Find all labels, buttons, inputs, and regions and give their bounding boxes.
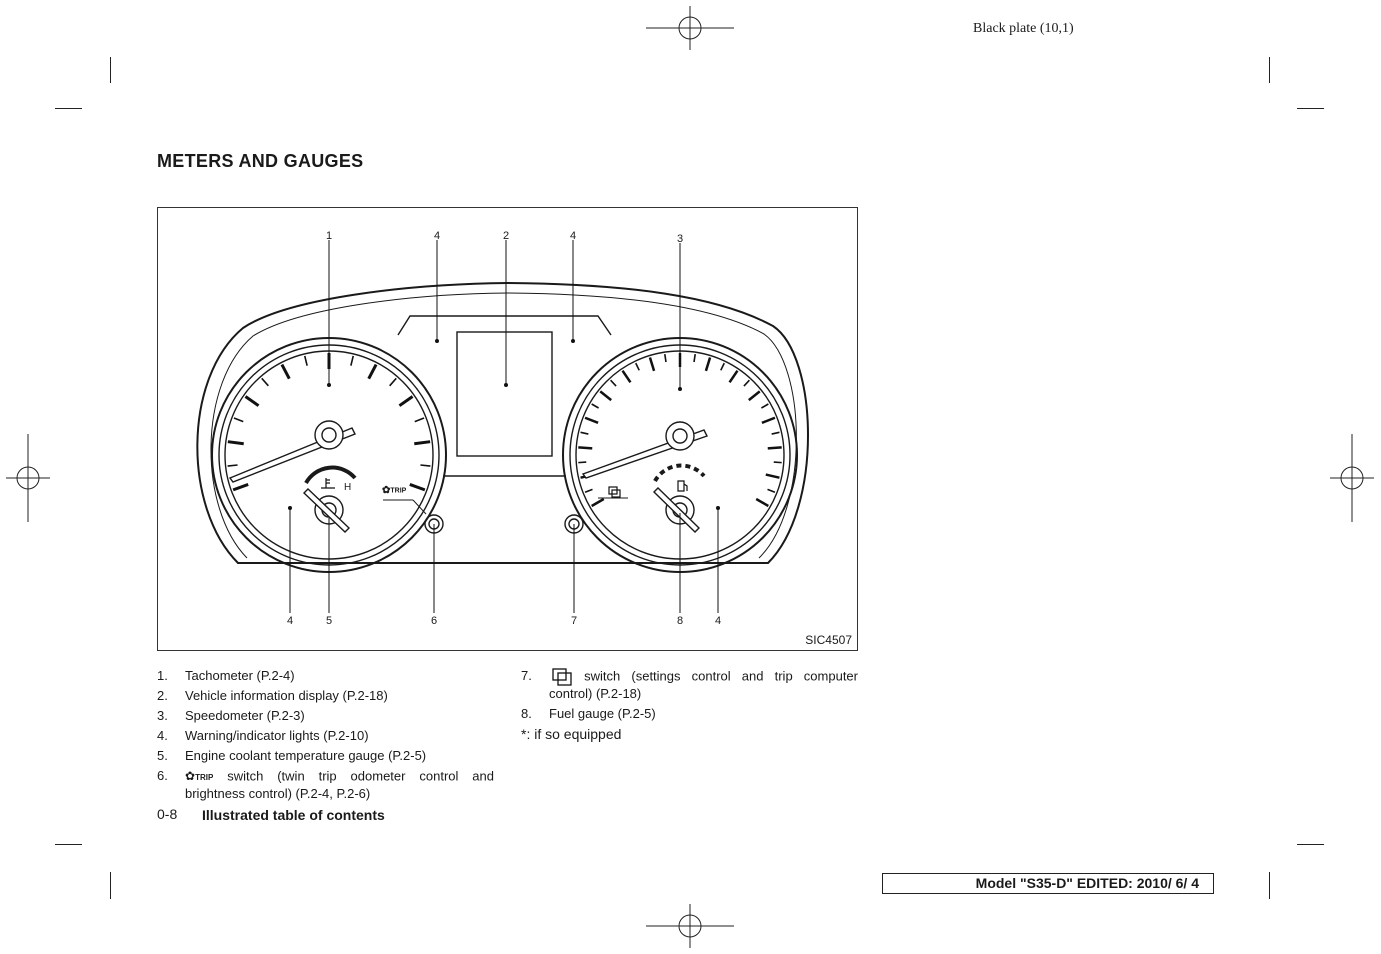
- callout-7: 7: [570, 615, 578, 627]
- dial-tick: [578, 461, 587, 464]
- dial-tick: [720, 362, 725, 371]
- list-item: 2.Vehicle information display (P.2-18): [157, 688, 388, 703]
- dial-tick: [280, 363, 291, 380]
- page-number: 0-8: [157, 806, 178, 822]
- coolant-icon: [321, 478, 335, 489]
- dial-tick: [771, 431, 780, 435]
- dial-tick: [591, 403, 599, 409]
- legend-list-right: 7. switch (settings control and trip com…: [521, 668, 858, 726]
- dial-tick: [648, 357, 656, 372]
- legend-list-left: 1.Tachometer (P.2-4) 2.Vehicle informati…: [157, 668, 494, 806]
- settings-switch-icon: [552, 668, 572, 686]
- fuel-pump-icon: [677, 480, 688, 492]
- trip-label: ✿TRIP: [382, 485, 407, 496]
- dial-tick: [367, 363, 378, 380]
- callout-4: 4: [569, 230, 577, 242]
- callout-4: 4: [433, 230, 441, 242]
- dial-tick: [591, 497, 605, 508]
- list-item: 3.Speedometer (P.2-3): [157, 708, 305, 723]
- dial-tick: [767, 488, 776, 494]
- list-item: 7. switch (settings control and trip com…: [521, 668, 858, 701]
- dial-tick: [767, 446, 782, 450]
- list-item: 5.Engine coolant temperature gauge (P.2-…: [157, 748, 427, 763]
- dial-tick: [227, 464, 238, 467]
- section-title: METERS AND GAUGES: [157, 151, 364, 171]
- callout-8: 8: [676, 615, 684, 627]
- figure-code: SIC4507: [805, 633, 852, 647]
- vehicle-information-display: [456, 331, 553, 457]
- dial-tick: [635, 362, 640, 371]
- list-item: 6.✿TRIP switch (twin trip odometer contr…: [157, 768, 494, 801]
- dial-tick: [704, 357, 712, 372]
- callout-6: 6: [430, 615, 438, 627]
- dial-tick: [420, 464, 431, 467]
- dial-tick: [414, 440, 431, 446]
- trip-switch-icon: ✿TRIP: [185, 769, 214, 783]
- footer-title: Illustrated table of contents: [202, 807, 385, 823]
- dial-tick: [232, 483, 249, 492]
- coolant-hot-label: H: [344, 482, 352, 493]
- list-item: 1.Tachometer (P.2-4): [157, 668, 295, 683]
- dial-tick: [233, 417, 244, 423]
- dial-tick: [414, 417, 425, 423]
- cluster-illustration: [196, 240, 809, 613]
- dial-tick: [621, 370, 632, 383]
- footnote: *: if so equipped: [521, 726, 622, 742]
- callout-5: 5: [325, 615, 333, 627]
- dial-tick: [693, 354, 696, 363]
- list-item: 4.Warning/indicator lights (P.2-10): [157, 728, 369, 743]
- dial-tick: [578, 446, 593, 450]
- trip-icon: ✿: [382, 485, 391, 496]
- dial-tick: [261, 377, 269, 387]
- dial-tick: [748, 390, 761, 402]
- dial-tick: [580, 431, 589, 435]
- cluster-housing: [196, 281, 809, 564]
- callout-2: 2: [502, 230, 510, 242]
- dial-tick: [409, 483, 426, 492]
- dial-tick: [761, 416, 776, 425]
- list-item: 8.Fuel gauge (P.2-5): [521, 706, 656, 721]
- dial-tick: [765, 473, 780, 479]
- model-edited-box: Model "S35-D" EDITED: 2010/ 6/ 4: [882, 873, 1214, 894]
- plate-label: Black plate (10,1): [973, 21, 1074, 36]
- dial-tick: [398, 395, 414, 407]
- dial-tick: [743, 379, 750, 387]
- dial-tick: [664, 354, 667, 363]
- callout-3: 3: [676, 233, 684, 245]
- dial-tick: [728, 370, 739, 383]
- callout-1: 1: [325, 230, 333, 242]
- instrument-cluster-figure: 1 4 2 4 3 4 5 6 7 8 4 H ✿TRIP SIC4507: [157, 207, 858, 651]
- dial-tick: [227, 440, 244, 446]
- dial-tick: [599, 390, 612, 402]
- callout-4: 4: [286, 615, 294, 627]
- dial-tick: [755, 497, 769, 508]
- dial-tick: [584, 488, 593, 494]
- dial-tick: [610, 379, 617, 387]
- dial-tick: [303, 355, 308, 366]
- dial-tick: [773, 461, 782, 464]
- dial-tick: [761, 403, 769, 409]
- dial-tick: [350, 355, 355, 366]
- dial-tick: [389, 377, 397, 387]
- dial-tick: [244, 395, 260, 407]
- dial-tick: [584, 416, 599, 425]
- callout-4: 4: [714, 615, 722, 627]
